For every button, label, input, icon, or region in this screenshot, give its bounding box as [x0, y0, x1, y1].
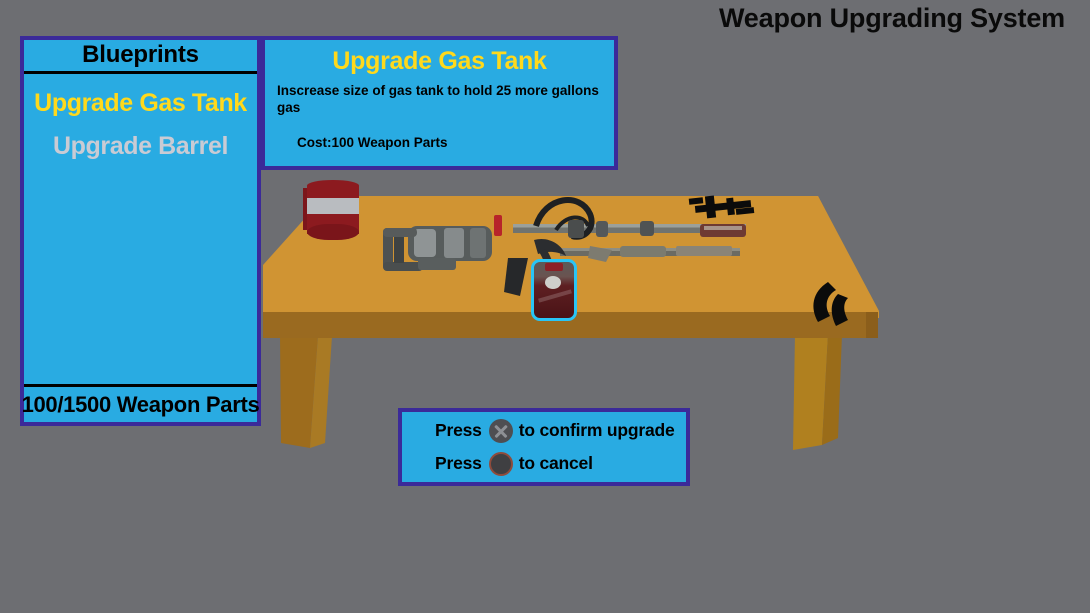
blueprint-item-upgrade-barrel[interactable]: Upgrade Barrel: [52, 132, 228, 160]
upgrade-detail-description: Inscrease size of gas tank to hold 25 mo…: [277, 83, 599, 115]
prompt-line-confirm[interactable]: Press to confirm upgrade: [435, 414, 686, 447]
upgrade-detail-panel: Upgrade Gas Tank Inscrease size of gas t…: [261, 36, 618, 170]
table-leg-right: [793, 334, 828, 450]
weapon-parts-counter: 100/1500 Weapon Parts: [21, 391, 260, 417]
page-title: Weapon Upgrading System: [719, 3, 1065, 33]
selected-gas-tank-item[interactable]: [531, 259, 577, 321]
table-leg-right-side: [822, 334, 842, 445]
gas-tank-cap: [545, 263, 563, 271]
circle-button-icon[interactable]: [488, 451, 513, 476]
wrench-tool-silhouette: [813, 282, 848, 326]
barrel-bottom: [307, 224, 359, 240]
prompt-confirm-post-label: to confirm upgrade: [518, 420, 675, 440]
prompt-line-cancel[interactable]: Press to cancel: [435, 447, 686, 480]
table-leg-left-side: [310, 336, 332, 448]
barrel-top: [307, 180, 359, 194]
blueprints-panel-footer: 100/1500 Weapon Parts: [21, 384, 260, 422]
upgrade-detail-cost: Cost:100 Weapon Parts: [297, 135, 448, 150]
table-right-edge: [866, 312, 878, 338]
prompt-cancel-pre-label: Press: [435, 453, 482, 473]
prompt-cancel-post-label: to cancel: [518, 453, 593, 473]
table-leg-left: [280, 336, 318, 448]
blueprints-panel-header: Blueprints: [24, 40, 257, 74]
blueprints-list: Upgrade Gas Tank Upgrade Barrel: [24, 74, 257, 384]
barrel-stripe: [307, 198, 359, 214]
gas-tank-label: [545, 276, 561, 289]
upgrade-detail-title: Upgrade Gas Tank: [332, 47, 547, 75]
confirm-prompt-box: Press to confirm upgrade Press to cancel: [398, 408, 690, 486]
blueprints-panel: Blueprints Upgrade Gas Tank Upgrade Barr…: [20, 36, 261, 426]
striped-barrel-canister: [303, 180, 363, 242]
blueprint-item-upgrade-gas-tank[interactable]: Upgrade Gas Tank: [34, 89, 247, 117]
rifle-scope-silhouette: [688, 195, 755, 219]
cross-button-icon[interactable]: [488, 418, 513, 443]
prompt-confirm-pre-label: Press: [435, 420, 482, 440]
gas-tank-shine: [538, 289, 572, 303]
